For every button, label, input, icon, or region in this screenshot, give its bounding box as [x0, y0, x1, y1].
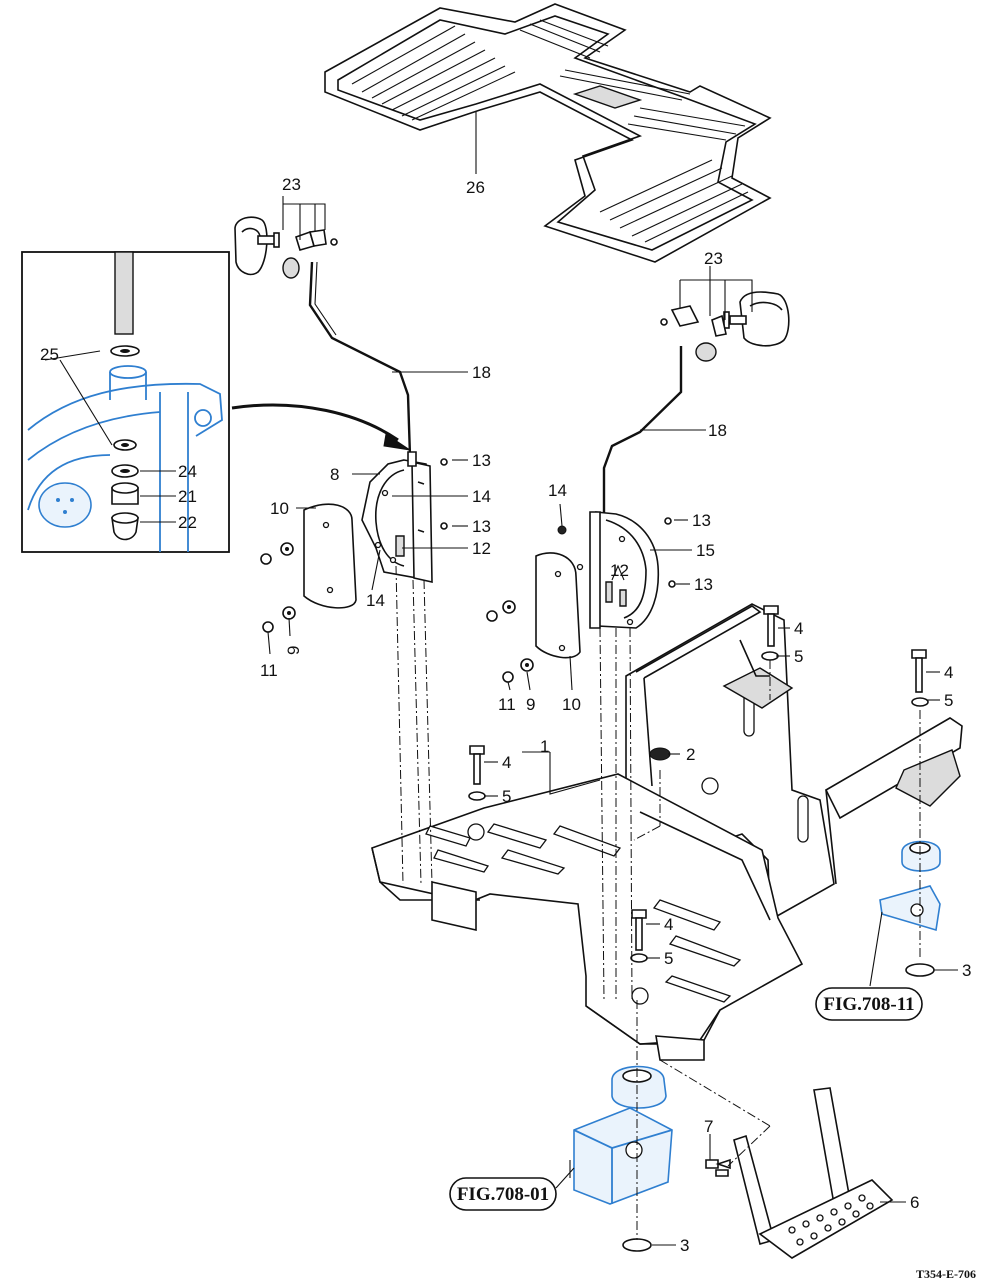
detail-arrow	[231, 403, 399, 442]
bolts-washers	[468, 605, 929, 963]
callout-11-a: 11	[260, 661, 278, 680]
fig-708-11-label: FIG.708-11	[823, 994, 914, 1015]
figure-references: FIG.708-11 FIG.708-01	[449, 987, 923, 1211]
callout-26: 26	[466, 178, 485, 197]
left-bracket-assembly	[260, 451, 448, 633]
callout-5-a: 5	[794, 647, 803, 666]
callout-13-a: 13	[472, 451, 491, 470]
right-bracket-assembly	[486, 511, 676, 683]
leader-lines	[267, 112, 958, 1246]
floor-mat	[324, 3, 772, 263]
callout-18-left: 18	[472, 363, 491, 382]
callout-12-b: 12	[610, 561, 629, 580]
callout-4-a: 4	[794, 619, 803, 638]
left-mirror-assembly	[234, 196, 468, 457]
right-mirror-assembly	[602, 266, 790, 518]
callout-13-b: 13	[472, 517, 491, 536]
callout-10-b: 10	[562, 695, 581, 714]
callout-5-d: 5	[664, 949, 673, 968]
callout-14-b: 14	[366, 591, 385, 610]
callout-9-a: 9	[284, 646, 303, 655]
callout-1: 1	[540, 737, 549, 756]
callout-4-c: 4	[502, 753, 511, 772]
fig-708-11-box	[815, 987, 923, 1021]
callout-12-a: 12	[472, 539, 491, 558]
callout-23-right: 23	[704, 249, 723, 268]
callout-25: 25	[40, 345, 59, 364]
callout-18-right: 18	[708, 421, 727, 440]
callout-11-b: 11	[498, 695, 516, 714]
callout-5-c: 5	[502, 787, 511, 806]
callout-15: 15	[696, 541, 715, 560]
callout-22: 22	[178, 513, 197, 532]
callout-14-a: 14	[472, 487, 491, 506]
callout-3-bottom: 3	[680, 1236, 689, 1255]
callout-21: 21	[178, 487, 197, 506]
callout-labels: 26 23 23 18 18 25 24 21 22 8 13 14 13 12…	[40, 175, 971, 1255]
callout-13-c: 13	[692, 511, 711, 530]
callout-6: 6	[910, 1193, 919, 1212]
callout-4-d: 4	[664, 915, 673, 934]
fig-708-01-box	[449, 1177, 557, 1211]
callout-4-b: 4	[944, 663, 953, 682]
callout-2: 2	[686, 745, 695, 764]
callout-7: 7	[704, 1117, 713, 1136]
callout-23-left: 23	[282, 175, 301, 194]
callout-8: 8	[330, 465, 339, 484]
detail-inset	[21, 251, 230, 553]
document-code: T354-E-706	[916, 1267, 976, 1281]
rubber-mounts	[573, 840, 941, 1252]
floor-frame	[371, 603, 963, 1061]
assembly-centerlines	[395, 565, 921, 1240]
callout-5-b: 5	[944, 691, 953, 710]
callout-14-c: 14	[548, 481, 567, 500]
callout-9-b: 9	[526, 695, 535, 714]
step-assembly	[705, 1087, 894, 1259]
callout-3-right: 3	[962, 961, 971, 980]
fig-708-01-label: FIG.708-01	[457, 1184, 549, 1205]
callout-10-a: 10	[270, 499, 289, 518]
callout-13-d: 13	[694, 575, 713, 594]
callout-24: 24	[178, 462, 197, 481]
